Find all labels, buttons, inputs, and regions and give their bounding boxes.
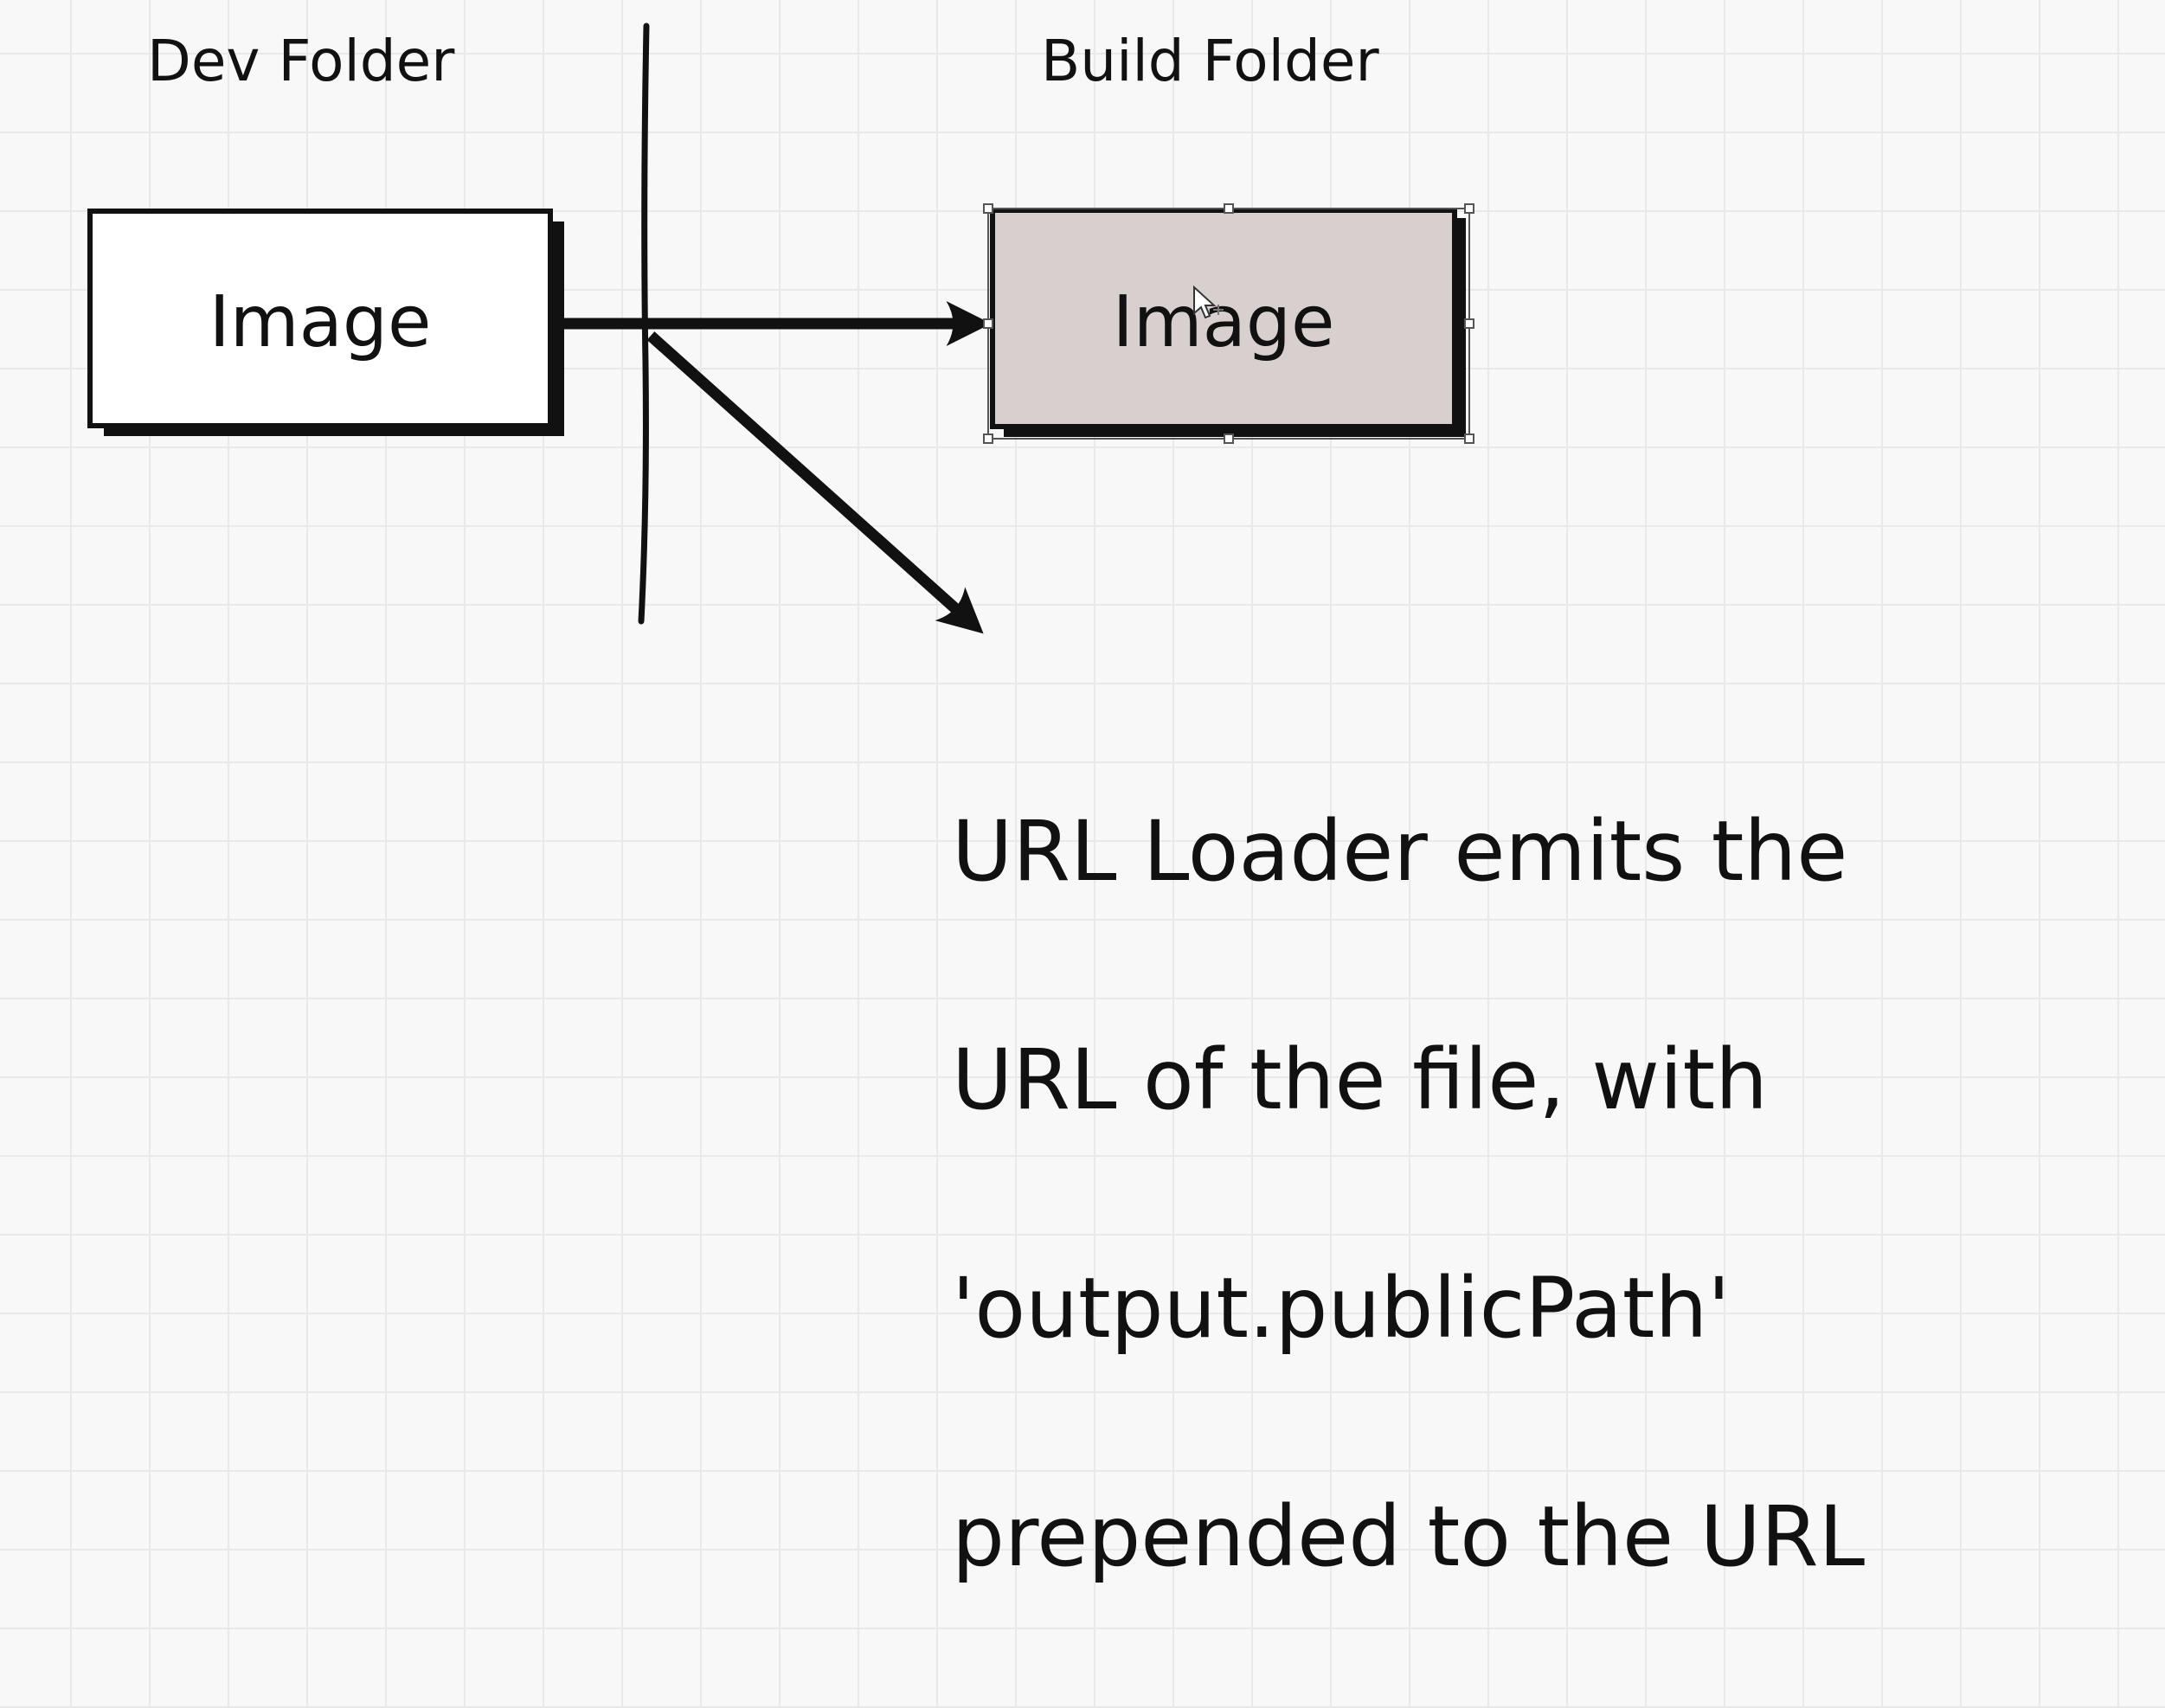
arrow-to-note [646,331,984,634]
dev-image-label: Image [209,281,432,363]
dev-folder-heading: Dev Folder [147,28,455,94]
resize-handle-bottom-right[interactable] [1464,433,1474,444]
dev-image-box [87,209,553,428]
build-image-label: Image [1113,281,1335,363]
url-loader-note: URL Loader emits the URL of the file, wi… [952,680,1865,1708]
note-line: URL Loader emits the [952,803,1848,900]
resize-handle-left[interactable] [983,318,993,329]
folder-divider-line [638,22,650,625]
note-line: 'output.publicPath' [952,1260,1731,1357]
dev-image-node[interactable]: Image [87,209,564,436]
build-folder-heading: Build Folder [1041,28,1379,94]
resize-handle-top-right[interactable] [1464,203,1474,214]
resize-handle-top[interactable] [1224,203,1234,214]
diagram-canvas: Image Image [87,22,1474,634]
build-image-node[interactable]: Image [983,203,1474,444]
resize-handle-bottom[interactable] [1224,433,1234,444]
resize-handle-top-left[interactable] [983,203,993,214]
mouse-cursor-icon [1193,285,1224,319]
note-line: URL of the file, with [952,1031,1768,1128]
resize-handle-right[interactable] [1464,318,1474,329]
resize-handle-bottom-left[interactable] [983,433,993,444]
note-line: prepended to the URL [952,1488,1866,1585]
